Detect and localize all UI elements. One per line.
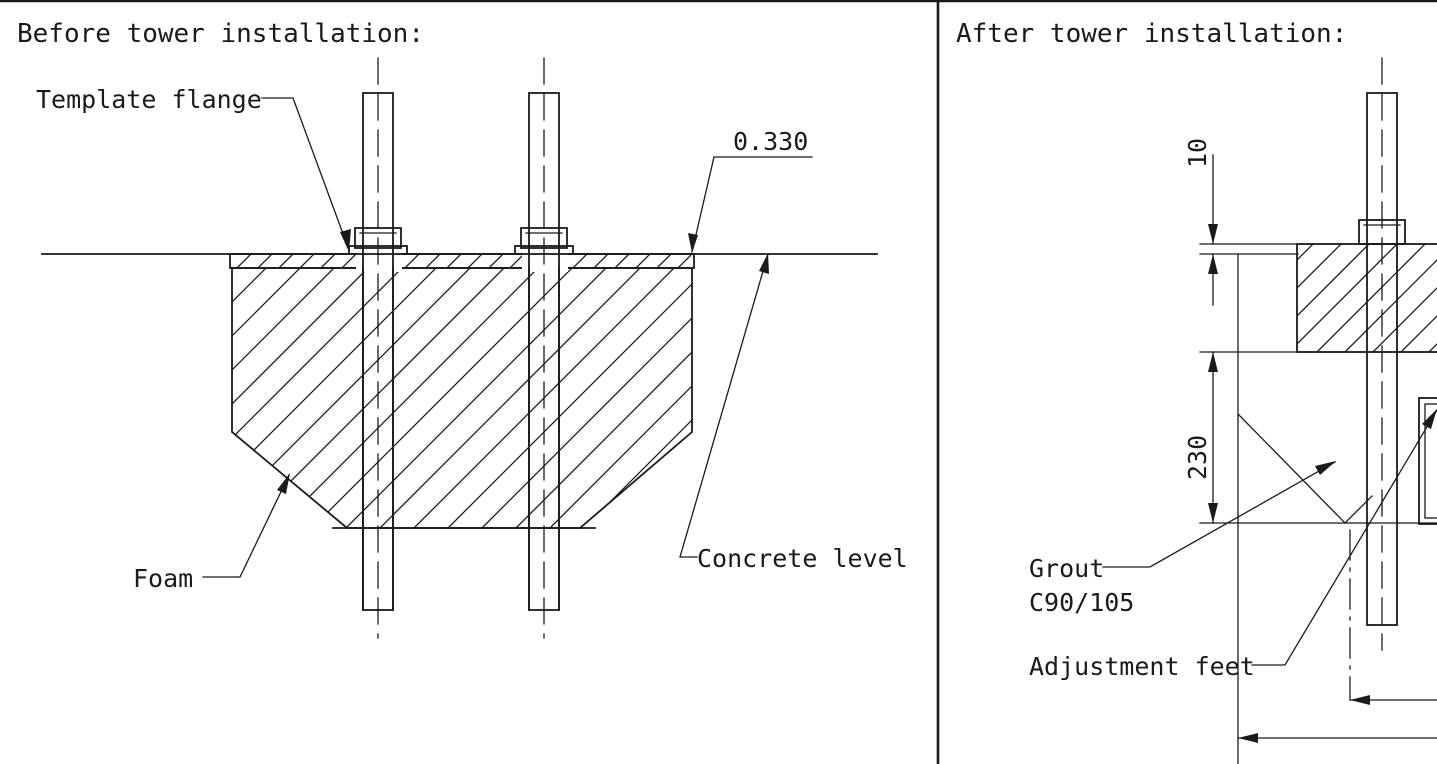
foam-hatching [232,268,1184,528]
concrete-level-label: Concrete level [697,544,908,573]
template-flange-callout: Template flange [36,85,351,252]
hatch-line [232,268,369,528]
hatch-line [447,268,692,528]
hatch-line [232,268,335,528]
hatch-line [1316,243,1426,353]
flange-hatching [230,254,713,269]
hatch-line [425,254,441,269]
hatch-line [232,268,403,528]
hatch-line [583,268,692,528]
nut-right [520,227,568,249]
hatch-line [467,254,483,269]
hatch-line [481,268,692,528]
adjustment-feet-label: Adjustment feet [1029,652,1255,681]
hatch-line [754,268,1014,528]
hatch-line [446,254,462,269]
template-flange [229,253,695,269]
hatch-line [822,268,1082,528]
hatch-line [236,254,252,269]
hatch-line [1400,315,1437,353]
hatch-line [1296,243,1370,317]
level-value: 0.330 [733,127,808,156]
hatch-line [549,268,692,528]
hatch-line [924,268,1184,528]
hatch-line [488,254,504,269]
hatch-line [278,254,294,269]
hatch-line [699,254,713,268]
hatch-line [656,254,672,269]
concrete-level-callout: Concrete level [679,253,908,573]
hatch-line [635,254,651,269]
hatch-line [788,268,1048,528]
nut-left [354,227,402,249]
hatch-line [341,254,357,269]
grout-label: Grout [1029,554,1104,583]
hatch-line [1296,243,1398,345]
hatch-line [509,254,525,269]
panel-before: Before tower installation: [17,19,1184,639]
hatch-line [379,268,641,528]
grout-grade-label: C90/105 [1029,588,1134,617]
hatch-line [890,268,1150,528]
hatch-line [1428,343,1437,353]
hatch-line [230,254,231,255]
hatch-line [572,254,588,269]
adjustment-foot [1418,397,1437,525]
after-title: After tower installation: [956,19,1347,49]
adjustment-feet-callout: Adjustment feet [1029,409,1437,681]
hatch-line [1296,243,1342,289]
hatch-line [651,268,692,528]
hatch-line [320,254,336,269]
panel-after: After tower installation: [956,19,1437,764]
hatch-line [232,268,301,528]
hatch-line [720,268,980,528]
hatch-line [515,268,692,528]
grout-callout: Grout C90/105 [1029,461,1336,617]
anchor-bolt-right [514,57,574,639]
hatch-line [404,254,420,269]
before-title: Before tower installation: [17,19,424,49]
nut-after [1358,219,1406,245]
level-marker: 0.330 [688,127,813,253]
anchor-bolt-left [348,57,408,639]
grout-outline [1237,413,1346,524]
hatch-line [685,268,692,528]
dimension-230-value: 230 [1183,435,1212,480]
dimension-230: 230 [1183,351,1218,524]
hatch-line [257,254,273,269]
hatch-line [232,268,233,528]
hatch-line [232,268,437,528]
hatch-line [1344,259,1437,353]
hatch-line [593,254,609,269]
dimension-10: 10 [1183,138,1218,306]
template-flange-label: Template flange [36,85,262,114]
hatch-line [232,268,267,528]
hatch-line [277,268,539,528]
anchor-bolt-after [1358,57,1406,651]
hatch-line [345,268,607,528]
hatch-line [232,268,471,528]
hatch-line [1296,243,1314,261]
tower-flange-hatching [1296,243,1437,353]
hatch-line [614,254,630,269]
hatch-line [1372,287,1437,353]
washer-right [514,245,574,255]
hatch-line [856,268,1116,528]
hatch-line [617,268,692,528]
hatch-line [311,268,573,528]
foam-callout: Foam [133,473,290,593]
hatch-line [677,254,693,269]
hatch-line [299,254,315,269]
foam-label: Foam [133,564,193,593]
dimension-10-value: 10 [1183,138,1212,168]
